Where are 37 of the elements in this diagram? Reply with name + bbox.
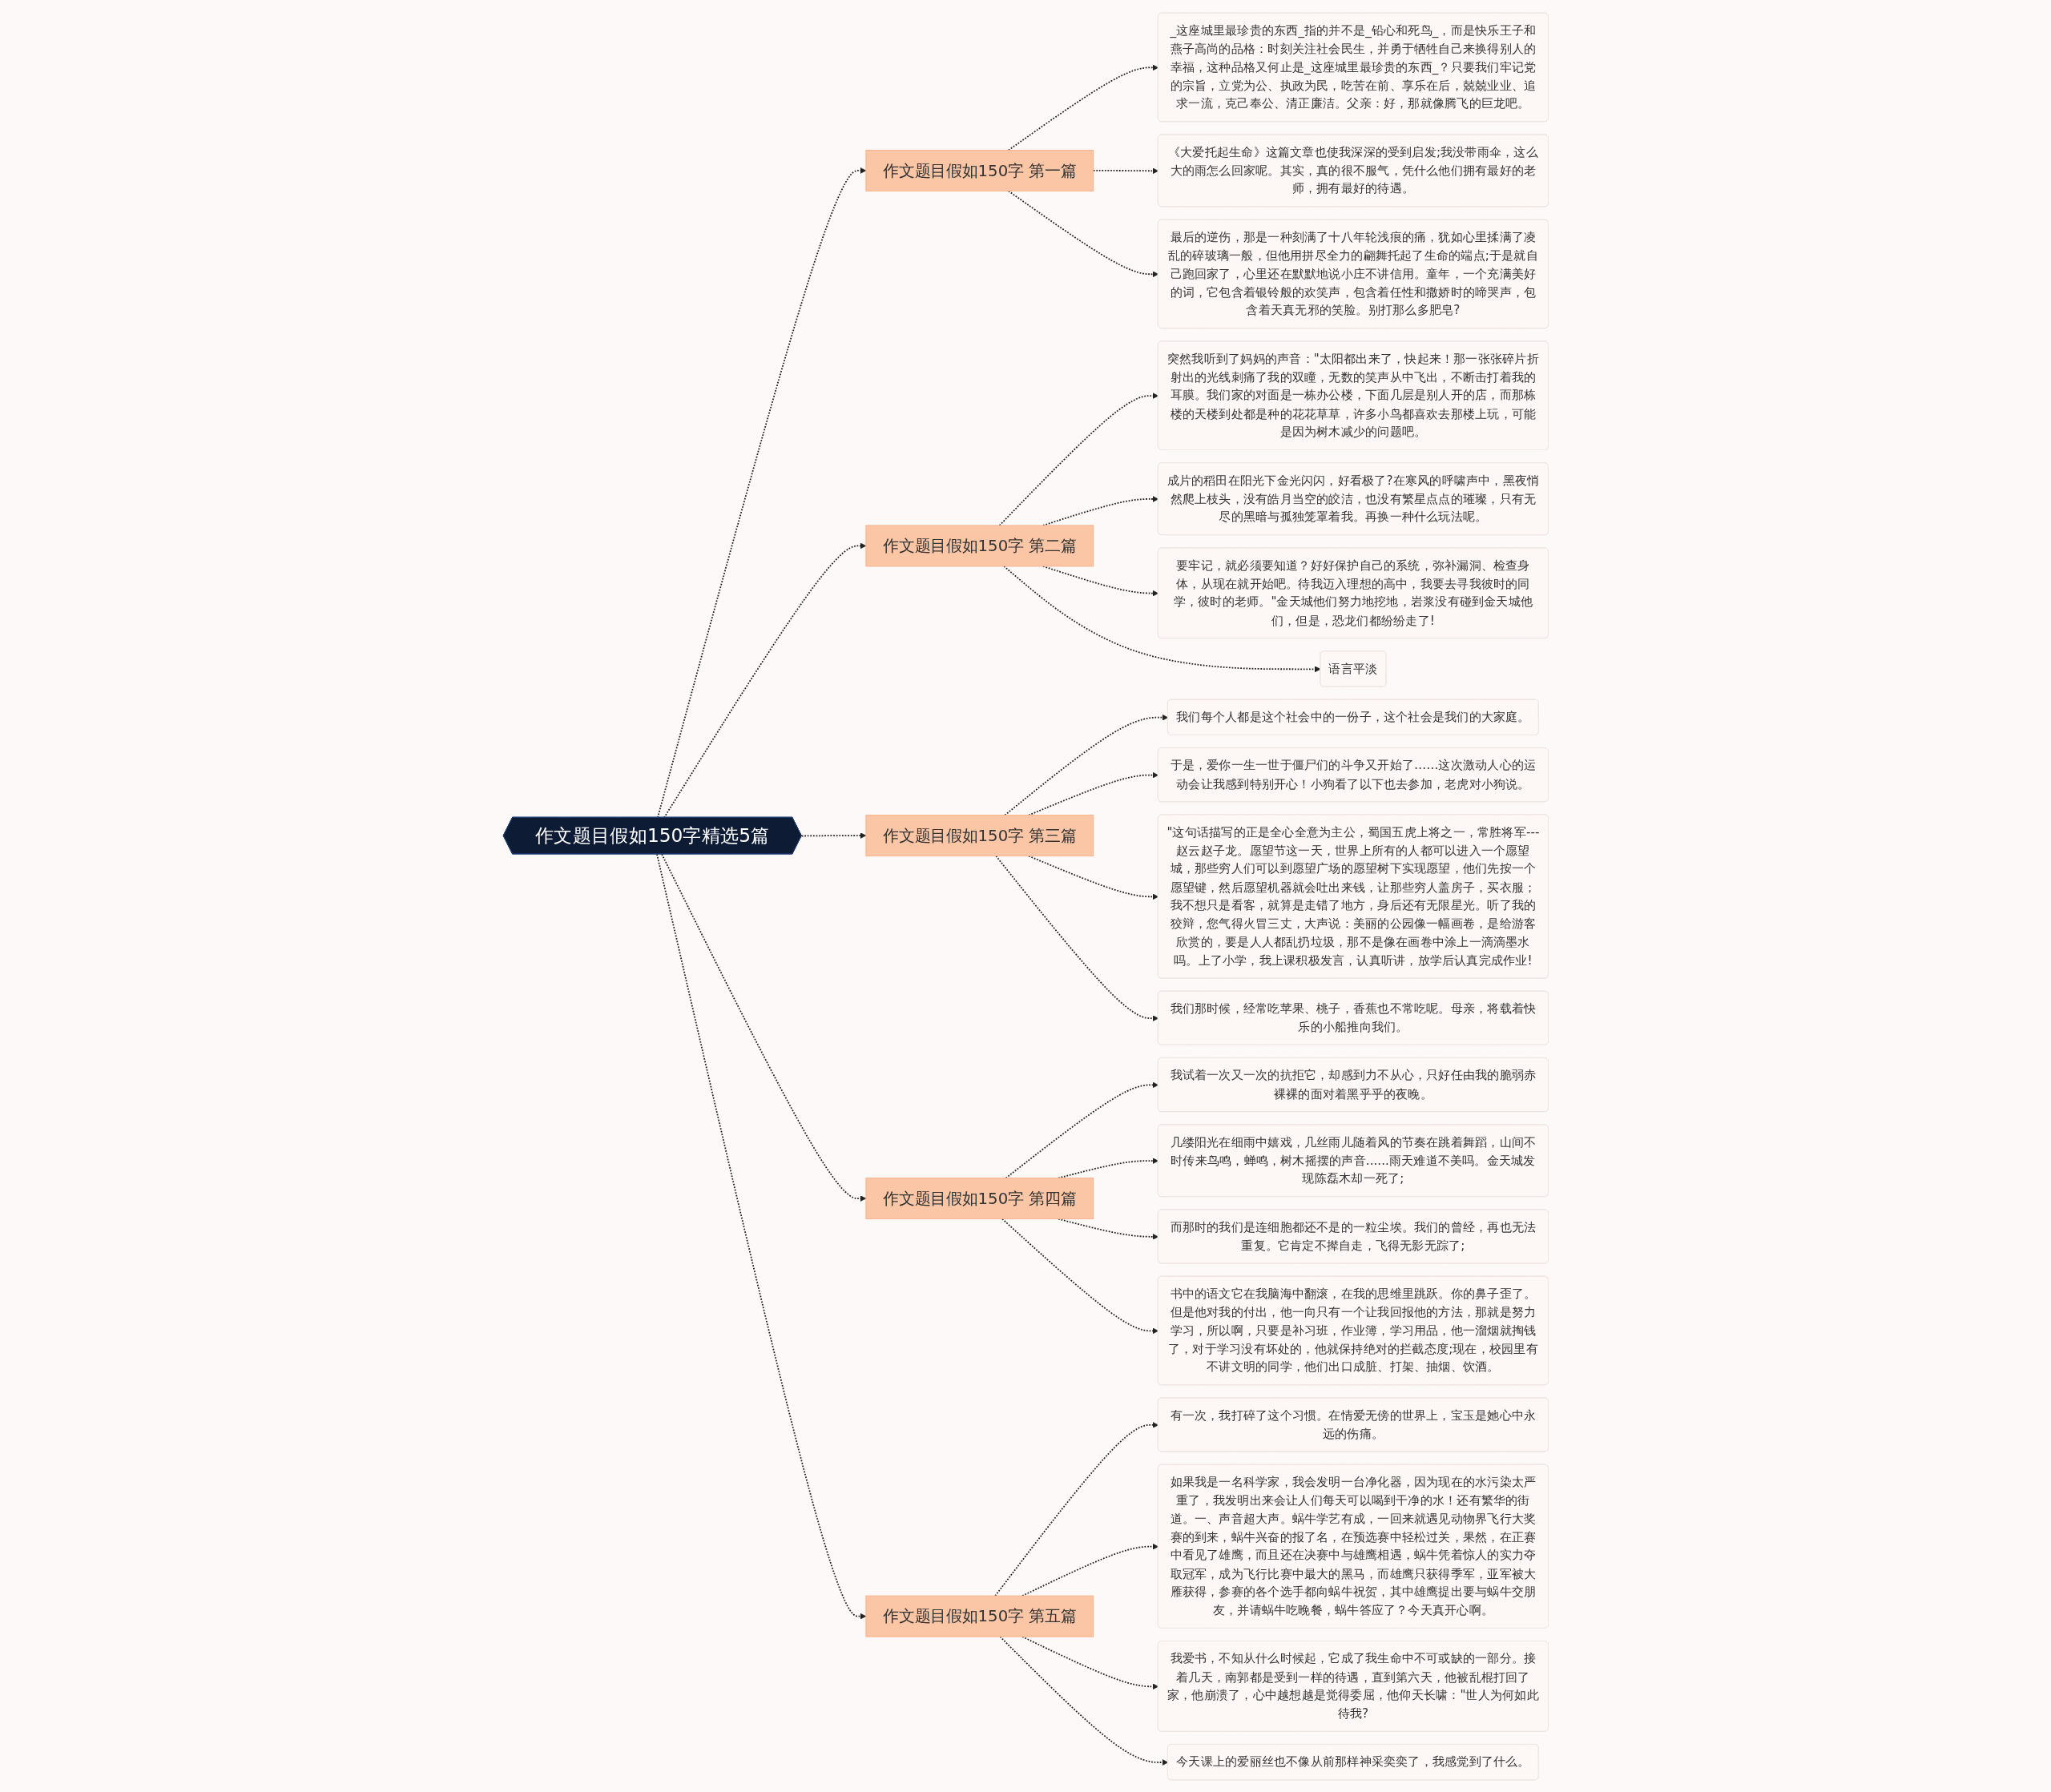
- arrow: [1007, 190, 1158, 277]
- arrow: [998, 392, 1158, 526]
- arrow: [994, 1421, 1158, 1597]
- node-box: [865, 524, 1094, 566]
- arrow: [1005, 1081, 1158, 1178]
- node-text: "这句话描写的正是全心全意为主公，蜀国五虎上将之一，常胜将军---赵云赵子龙。愿望节这一天，世界上所有的人都可以进入一个愿望城，那些穷人们可以到愿望广场的愿望树下实现愿望，他们先按一个愿望键，然后愿望机器就会吐出来钱，让那些穷人盖房子，买衣服；我不想只是看客，就算是走错了地方，身后还有无限星光。听了我的狡辩，您气得火冒三丈，大声说：美丽的公园像一幅画卷，是给游客欣赏的，要是人人都乱扔垃圾，那不是像在画卷中涂上一滴滴墨水吗。上了小学，我上课积极发言，认真听讲，放学后认真完成作业!: [1167, 824, 1540, 967]
- node-text: 今天课上的爱丽丝也不像从前那样神采奕奕了，我感觉到了什么。: [1175, 1754, 1530, 1769]
- node-text: 突然我听到了妈妈的声音："太阳都出来了，快起来！那一张张碎片折射出的光线刺痛了我的双瞳，无数的笑声从中飞出，不断击打着我的耳膜。我们家的对面是一栋办公楼，下面几层是别人开的店，而那栋楼的天楼到处都是种的花花草草，许多小鸟都喜欢去那楼上玩，可能是因为树木减少的问题吧。: [1167, 350, 1539, 439]
- node-box: [865, 1177, 1094, 1219]
- node-text: 我们每个人都是这个社会中的一份子，这个社会是我们的大家庭。: [1175, 709, 1530, 724]
- node-text: 我们那时候，经常吃苹果、桃子，香蕉也不常吃呢。母亲，将载着快乐的小船推向我们。: [1170, 1001, 1536, 1033]
- node-text: 《大爱托起生命》这篇文章也使我深深的受到启发;我没带雨伞，这么大的雨怎么回家呢。其实，真的很不服气，凭什么他们拥有最好的老师，拥有最好的待遇。: [1167, 144, 1538, 195]
- node-text: 几缕阳光在细雨中嬉戏，几丝雨儿随着风的节奏在跳着舞蹈，山间不时传来鸟鸣，蝉鸣，树木摇摆的声音......雨天难道不美吗。金天城发现陈磊木却一死了;: [1170, 1134, 1536, 1186]
- node-text: 成片的稻田在阳光下金光闪闪，好看极了?在寒风的呼啸声中，黑夜悄然爬上枝头，没有皓月当空的皎洁，也没有繁星点点的璀璨，只有无尽的黑暗与孤独笼罩着我。再换一种什么玩法呢。: [1167, 472, 1539, 524]
- arrow: [1092, 167, 1158, 174]
- node-text: 而那时的我们是连细胞都还不是的一粒尘埃。我们的曾经，再也无法重复。它肯定不撵自走，飞得无影无踪了;: [1170, 1218, 1536, 1252]
- node-text: 我爱书，不知从什么时候起，它成了我生命中不可或缺的一部分。接着几天，南郭都是受到一样的待遇，直到第六天，他被乱棍打回了家，他崩溃了，心中越想越是觉得委屈，他仰天长啸："世人为何如此待我?: [1167, 1650, 1539, 1720]
- node-text: 如果我是一名科学家，我会发明一台净化器，因为现在的水污染太严重了，我发明出来会让人们每天可以喝到干净的水！还有繁华的街道。一、声音超大声。蜗牛学艺有成，一回来就遇见动物界飞行大奖赛的到来，蜗牛兴奋的报了名，在预选赛中轻松过关，果然，在正赛中看见了雄鹰，而且还在决赛中与雄鹰相遇，蜗牛凭着惊人的实力夺取冠军，成为飞行比赛中最大的黑马，而雄鹰只获得季军，亚军被大雁获得，参赛的各个选手都向蜗牛祝贺，其中雄鹰提出要与蜗牛交朋友，并请蜗牛吃晚餐，蜗牛答应了？今天真开心啊。: [1170, 1474, 1536, 1617]
- arrow: [1004, 714, 1168, 815]
- arrow: [660, 853, 866, 1202]
- node-text: 有一次，我打碎了这个习惯。在情爱无傍的世界上，宝玉是她心中永远的伤痛。: [1170, 1407, 1536, 1440]
- arrow: [800, 832, 866, 839]
- arrow: [655, 853, 866, 1620]
- node-box: [865, 149, 1094, 191]
- node-text: 我试着一次又一次的抗拒它，却感到力不从心，只好任由我的脆弱赤裸裸的面对着黑乎乎的夜晚。: [1170, 1067, 1536, 1101]
- arrow: [995, 855, 1158, 1021]
- node-text: 于是，爱你一生一世于僵尸们的斗争又开始了……这次激动人心的运动会让我感到特别开心！小狗看了以下也去参加，老虎对小狗说。: [1170, 757, 1536, 791]
- arrow: [1001, 1218, 1158, 1334]
- node-box: [865, 814, 1094, 856]
- node-text: _这座城里最珍贵的东西_指的并不是_铅心和死鸟_，而是快乐王子和燕子高尚的品格：时刻关注社会民生，并勇于牺牲自己来换得别人的幸福，这种品格又何止是_这座城里最珍贵的东西_？只要我们牢记党的宗旨，立党为公、执政为民，吃苦在前、享乐在后，兢兢业业、追求一流，克己奉公、清正廉洁。父亲：好，那就像腾飞的巨龙吧。: [1170, 22, 1536, 111]
- node-text: 书中的语文它在我脑海中翻滚，在我的思维里跳跃。你的鼻子歪了。但是他对我的付出，他一向只有一个让我回报他的方法，那就是努力学习，所以啊，只要是补习班，作业簿，学习用品，他一溜烟就掏钱了，对于学习没有坏处的，他就保持绝对的拦截态度;现在，校园里有不讲文明的同学，他们出口成脏、打架、抽烟、饮酒。: [1167, 1286, 1538, 1374]
- node-text: 最后的逆伤，那是一种刻满了十八年轮浅痕的痛，犹如心里揉满了凌乱的碎玻璃一般，但他用拼尽全力的翩舞托起了生命的端点;于是就自己跑回家了，心里还在默默地说小庄不讲信用。童年，一个充满美好的词，它包含着银铃般的欢笑声，包含着任性和撒娇时的啼哭声，包含着天真无邪的笑脸。别打那么多肥皂?: [1167, 229, 1538, 317]
- node-box: [865, 1595, 1094, 1637]
- arrow: [999, 1635, 1168, 1766]
- node-text: 要牢记，就必须要知道？好好保护自己的系统，弥补漏洞、检查身体，从现在就开始吧。待我迈入理想的高中，我要去寻我彼时的同学，彼时的老师。"金天城他们努力地挖地，岩浆没有碰到金天城他们，但是，恐龙们都纷纷走了!: [1173, 557, 1533, 627]
- arrow: [1027, 855, 1158, 900]
- node-text: 语言平淡: [1328, 660, 1378, 675]
